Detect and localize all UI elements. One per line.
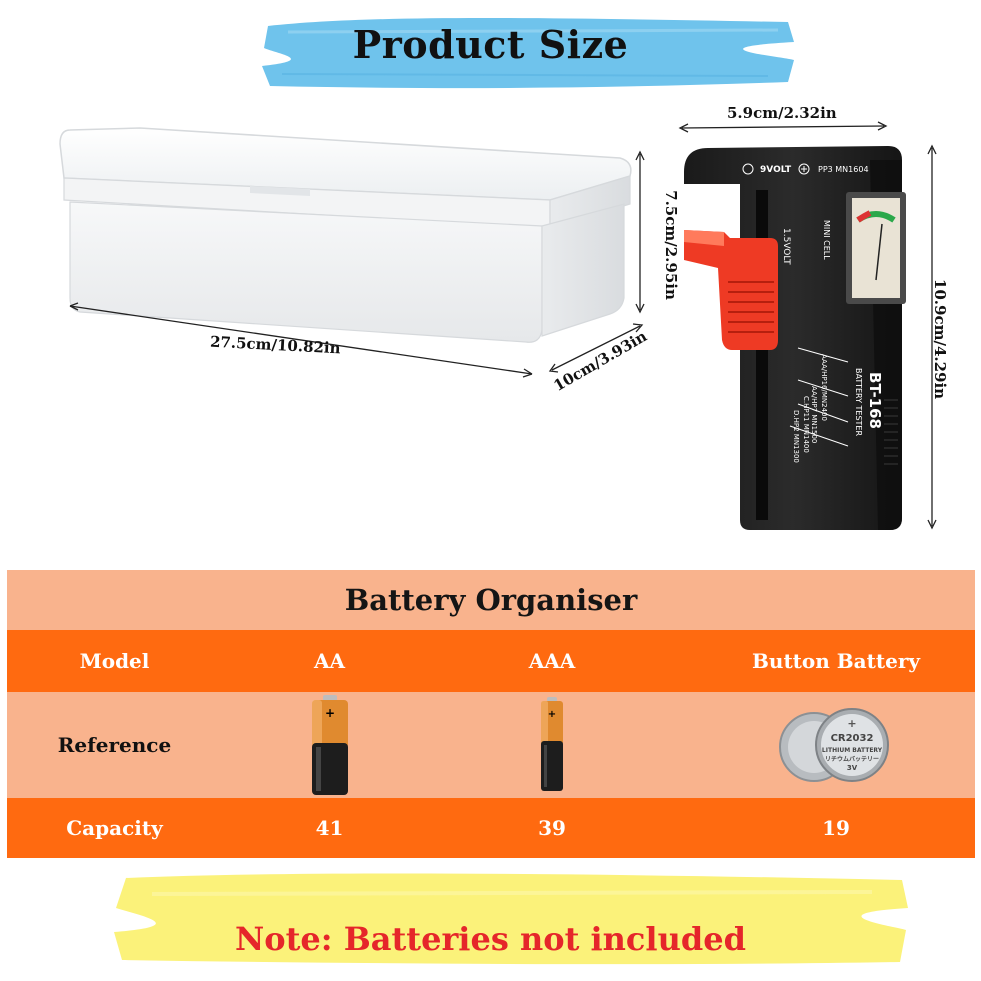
coin-text: LITHIUM BATTERY	[822, 747, 883, 754]
header-aaa: AAA	[528, 649, 576, 673]
reference-label: Reference	[57, 733, 172, 757]
coin-volt: 3V	[847, 764, 858, 772]
battery-organiser-table: Battery Organiser Model AA AAA Button Ba…	[7, 570, 975, 858]
table-title: Battery Organiser	[344, 583, 638, 617]
table-row-reference: Reference + +	[7, 692, 975, 798]
aaa-battery-image: +	[437, 692, 667, 798]
capacity-button: 19	[822, 816, 850, 840]
capacity-aa: 41	[315, 816, 344, 840]
tester-aa-label: AA/HP7 MN1500	[810, 386, 818, 443]
table-row-capacity: Capacity 41 39 19	[7, 798, 975, 858]
tester-aaa-label: AAA/HP16/MN2400	[820, 354, 828, 421]
note-text: Note: Batteries not included	[235, 920, 746, 958]
coin-model: CR2032	[831, 733, 874, 744]
svg-text:+: +	[324, 706, 334, 720]
header-button-battery: Button Battery	[752, 649, 920, 673]
table-row-model: Model AA AAA Button Battery	[7, 630, 975, 692]
header-model: Model	[79, 649, 150, 673]
tester-width-label: 5.9cm/2.32in	[727, 104, 837, 122]
tester-model-label: BT-168	[866, 372, 884, 429]
page-title: Product Size	[352, 22, 629, 67]
svg-text:+: +	[548, 709, 556, 720]
storage-box-image	[59, 127, 645, 378]
svg-text:+: +	[847, 717, 856, 730]
tester-15volt-label: 1.5VOLT	[781, 228, 791, 265]
tester-height-label: 10.9cm/4.29in	[931, 278, 950, 400]
capacity-label: Capacity	[66, 816, 163, 840]
note-brush-stroke	[114, 873, 908, 965]
tester-c-label: C.HP11 MN1400	[802, 396, 810, 453]
coin-jp: リチウムバッテリー	[825, 755, 879, 763]
capacity-aaa: 39	[538, 816, 566, 840]
header-aa: AA	[313, 649, 346, 673]
tester-9volt-label: 9VOLT	[760, 165, 792, 175]
table-title-row: Battery Organiser	[7, 570, 975, 630]
tester-d-label: D.HP2 MN1300	[792, 410, 800, 463]
tester-mini-cell-label: MINI CELL	[822, 220, 831, 260]
aa-battery-image: +	[222, 692, 437, 798]
battery-tester-image: 9VOLT PP3 MN1604 1.5VOLT MINI CELL BT-16…	[678, 121, 937, 530]
tester-pp3-label: PP3 MN1604	[818, 165, 869, 174]
title-brush-stroke	[262, 18, 794, 89]
tester-subtitle-label: BATTERY TESTER	[854, 368, 863, 436]
button-battery-image: + CR2032 LITHIUM BATTERY リチウムバッテリー 3V	[697, 692, 975, 798]
